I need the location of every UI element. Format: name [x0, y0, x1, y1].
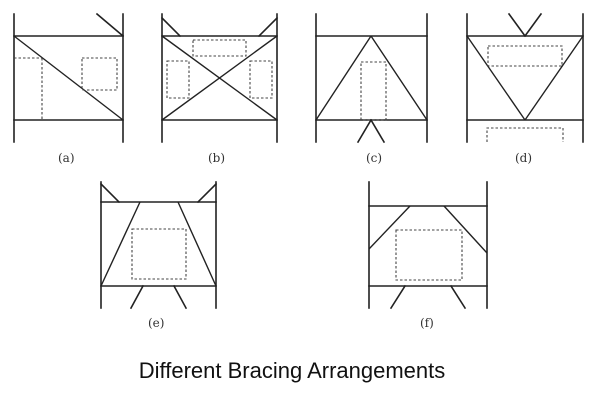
panel-c-frame	[315, 13, 428, 144]
panel-f-right-knee-brace	[443, 205, 488, 254]
panel-a: (a)	[13, 12, 125, 165]
panel-d-frame	[466, 12, 584, 143]
panel-e-frame	[99, 181, 218, 310]
panel-b-left-opening	[166, 60, 190, 99]
panel-a-frame	[13, 12, 125, 143]
panel-d-right-brace	[524, 35, 584, 121]
panel-d-label: (d)	[515, 151, 532, 165]
panel-b-label: (b)	[208, 151, 225, 165]
panel-c-right-brace	[370, 35, 428, 121]
panel-b-frame	[160, 13, 279, 143]
panel-e-right-brace	[177, 201, 217, 287]
panel-d-top-opening	[487, 45, 563, 67]
panel-e-opening	[131, 228, 187, 280]
panel-c-label: (c)	[366, 151, 382, 165]
panel-f-label: (f)	[420, 316, 434, 330]
panel-e: (e)	[99, 181, 218, 330]
panel-d: (d)	[466, 12, 584, 165]
panel-f: (f)	[368, 181, 488, 330]
panel-c-left-brace	[315, 35, 372, 121]
panel-e-left-brace	[100, 201, 141, 287]
panel-d-left-brace	[466, 35, 526, 121]
figure-caption: Different Bracing Arrangements	[138, 358, 446, 383]
panel-c: (c)	[315, 13, 428, 165]
panel-a-diagonal-brace	[13, 35, 124, 121]
panel-f-left-knee-brace	[368, 205, 411, 250]
panel-e-label: (e)	[148, 316, 164, 330]
panel-a-window-opening	[81, 57, 118, 91]
panel-f-opening	[395, 229, 463, 281]
panel-d-bottom-opening	[486, 127, 564, 142]
panel-b: (b)	[160, 13, 279, 165]
panel-a-label: (a)	[58, 151, 75, 165]
panel-b-brace-up	[161, 35, 278, 121]
panel-b-top-opening	[192, 39, 247, 57]
panel-c-door-opening	[360, 61, 387, 121]
panel-f-frame	[368, 181, 488, 310]
panel-b-right-opening	[249, 60, 273, 99]
